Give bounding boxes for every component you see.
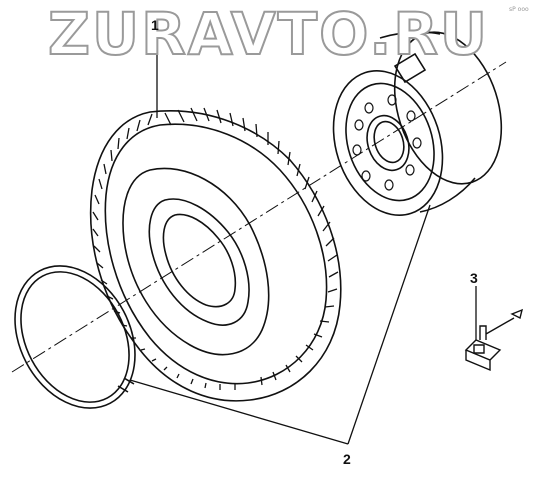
- leader-rim-to-ring: [129, 379, 349, 445]
- tire-bead-inner: [162, 213, 237, 308]
- rim-hub-hole: [366, 114, 410, 172]
- callout-rim: 2: [343, 451, 351, 467]
- clamp-body: [464, 339, 502, 372]
- tire-tread-line: [104, 123, 328, 385]
- callout-clamp: 3: [470, 270, 478, 286]
- tire-outer-outline: [89, 110, 342, 402]
- leader-lines: [129, 48, 477, 445]
- clamp: [464, 308, 524, 372]
- tread-blocks: [92, 107, 339, 390]
- axis-line: [11, 61, 507, 373]
- clamp-nut: [473, 344, 485, 354]
- corner-mark: sP ooo: [509, 6, 529, 13]
- rim-disc-inner: [345, 82, 435, 202]
- tire-sidewall: [122, 167, 270, 356]
- clamp-bolt: [479, 308, 524, 340]
- rim-hub-hole-inner: [373, 120, 405, 164]
- rim-barrel-bottom: [419, 177, 476, 213]
- rim-front-disc: [332, 70, 444, 216]
- rim-barrel-top: [379, 31, 441, 39]
- rim-slot: [393, 52, 427, 84]
- lock-ring: [14, 265, 136, 409]
- lock-ring-inner: [20, 271, 130, 403]
- rim: [332, 31, 503, 216]
- lock-ring-gap: [117, 377, 135, 393]
- rim-stud-holes: [352, 94, 422, 191]
- lock-ring-outer: [14, 265, 136, 409]
- callout-tire: 1: [151, 17, 159, 33]
- watermark-logo: ZURAVTO.RU: [47, 0, 490, 68]
- tire-bead: [148, 198, 250, 326]
- leader-rim-to-rim: [347, 204, 431, 445]
- tire: [89, 107, 342, 402]
